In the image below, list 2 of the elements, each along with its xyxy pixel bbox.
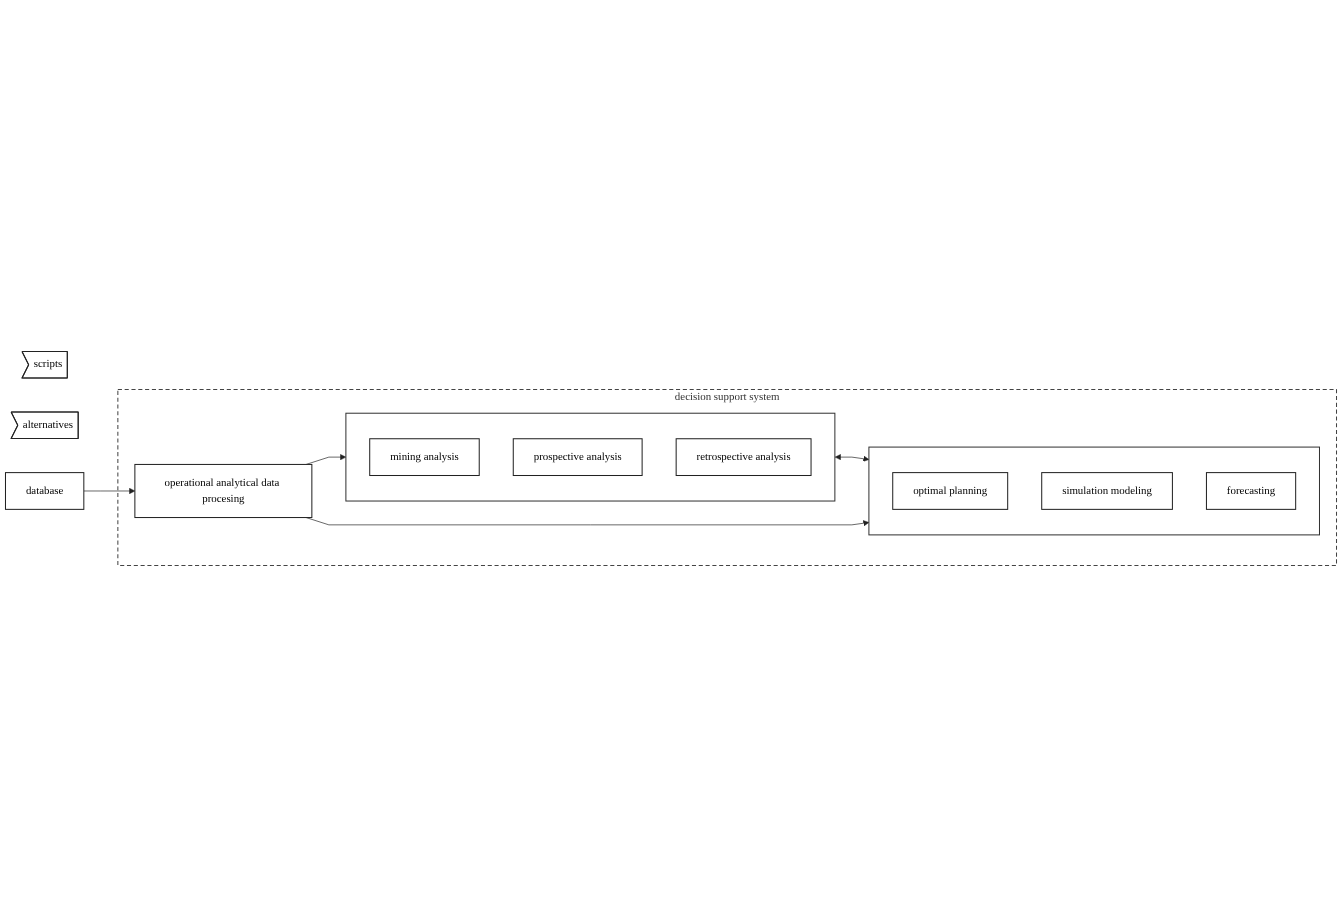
cluster [345, 413, 836, 503]
cluster [868, 447, 1320, 536]
